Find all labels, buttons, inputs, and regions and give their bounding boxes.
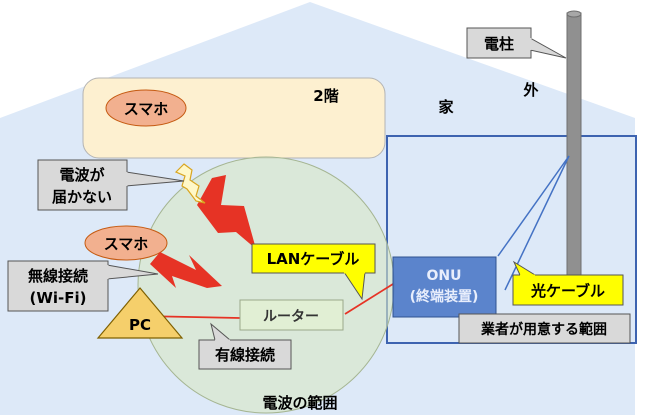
wave-range-label: 電波の範囲 xyxy=(262,394,337,412)
outside-label: 外 xyxy=(522,81,538,99)
lan-callout xyxy=(251,243,376,274)
pc-icon xyxy=(96,287,184,339)
wave-bolt-lower xyxy=(150,252,222,288)
lan-line-router-onu xyxy=(344,283,394,315)
floor2-label: 2階 xyxy=(313,87,338,105)
fiber-callout-label: 光ケーブル xyxy=(530,282,605,300)
wave-bolt-upper xyxy=(197,175,256,249)
lan-callout-label: LANケーブル xyxy=(267,250,360,268)
wireless-label-1: 無線接続 xyxy=(28,267,88,285)
wireless-label-2: (Wi-Fi) xyxy=(29,289,86,307)
wired-callout-label: 有線接続 xyxy=(215,346,275,364)
onu-label-1: ONU xyxy=(427,268,462,284)
pole-callout-tail xyxy=(529,37,567,59)
router-label: ルーター xyxy=(263,309,319,325)
fiber-callout xyxy=(512,274,624,306)
utility-pole-top xyxy=(566,10,582,18)
onu-box xyxy=(392,256,497,318)
pc-label: PC xyxy=(129,316,151,334)
pole-callout-label: 電柱 xyxy=(484,35,514,53)
phone-upper xyxy=(105,89,187,127)
wave-blocked-label-2: 届かない xyxy=(52,188,112,206)
phone-lower xyxy=(84,225,168,261)
pole-callout xyxy=(466,27,532,59)
wave-blocked-label-1: 電波が xyxy=(59,166,105,184)
wired-callout xyxy=(198,339,292,370)
wave-blocked-callout xyxy=(37,159,128,211)
router-box xyxy=(239,299,344,331)
wireless-callout xyxy=(7,260,109,312)
wave-blocked-bolt xyxy=(174,163,206,204)
provider-scope-label-box xyxy=(458,313,631,344)
phone-upper-label: スマホ xyxy=(124,100,169,118)
house-label: 家 xyxy=(438,98,453,116)
phone-lower-label: スマホ xyxy=(104,235,149,253)
provider-scope-label: 業者が用意する範囲 xyxy=(480,321,607,338)
onu-label-2: (終端装置) xyxy=(410,288,479,305)
fiber-line-lower xyxy=(504,155,570,291)
fiber-line-upper xyxy=(497,155,570,257)
utility-pole xyxy=(566,12,582,289)
